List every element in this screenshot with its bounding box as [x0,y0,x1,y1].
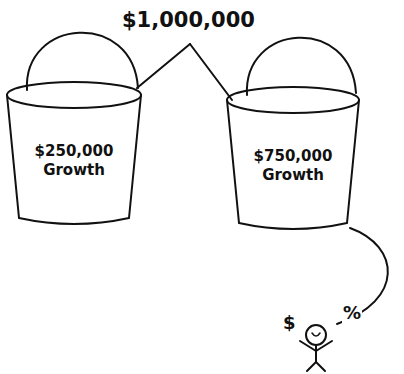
stick-figure-arms [300,341,332,351]
bucket-handle [27,33,138,90]
total-amount: $1,000,000 [122,8,255,32]
symbol-label: % [342,302,362,323]
bucket-label: $750,000 Growth [250,147,336,185]
stick-figure-body [315,345,317,362]
bucket-body [7,95,141,224]
bucket-label: $250,000 Growth [31,142,117,180]
split-line [190,44,232,100]
symbol-label: $ [282,312,297,333]
bucket-body [227,100,359,229]
stick-figure-legs [307,362,325,371]
bucket-handle [247,38,356,95]
split-line [137,44,190,88]
stick-figure-head [306,325,326,345]
bucket: $250,000 Growth [5,80,143,228]
flow-curve [337,228,388,324]
bucket: $750,000 Growth [225,85,361,233]
stick-figure-smile [312,333,320,336]
